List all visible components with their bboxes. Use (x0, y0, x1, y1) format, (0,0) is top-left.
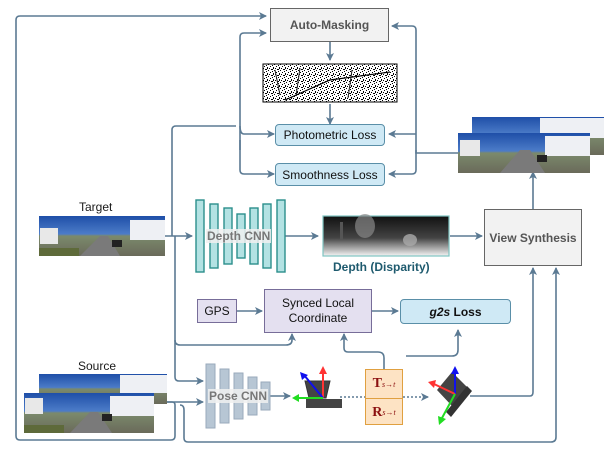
depth-disparity-image (322, 214, 450, 257)
auto-masking-label: Auto-Masking (289, 18, 370, 32)
camera-pose-transformed-icon (428, 366, 472, 425)
g2s-loss-label-rest: Loss (450, 304, 482, 319)
photometric-loss-box: Photometric Loss (275, 124, 385, 146)
mask-image (262, 63, 398, 103)
photometric-loss-label: Photometric Loss (283, 128, 377, 142)
synced-local-coordinate-line2: Coordinate (288, 311, 348, 325)
arrow-target-to-automasking-2 (239, 29, 267, 150)
source-images (24, 374, 167, 433)
arrow-pose-to-viewsynthesis (470, 267, 537, 397)
view-synthesis-box: View Synthesis (484, 209, 582, 266)
target-image (39, 216, 165, 256)
arrow-source-to-viewsynthesis (179, 267, 560, 443)
translation-subscript: s→t (382, 379, 396, 389)
translation-symbol: T (372, 376, 382, 391)
auto-masking-box: Auto-Masking (270, 8, 389, 42)
arrow-synthesis-to-smoothness (388, 150, 417, 178)
smoothness-loss-box: Smoothness Loss (275, 163, 385, 186)
arrow-transform-to-synced (340, 333, 385, 369)
source-label: Source (78, 359, 117, 373)
rotation-subscript: s→t (382, 408, 396, 417)
arrow-transform-to-g2s (406, 329, 462, 357)
synced-local-coordinate-box: Synced Local Coordinate (264, 289, 372, 333)
g2s-loss-box: g2s Loss (400, 299, 511, 324)
arrow-source-to-automasking (15, 12, 267, 441)
arrow-target-down-to-posecnn (174, 236, 204, 385)
synthesized-view-images (458, 117, 604, 173)
arrow-target-to-photometric (239, 125, 275, 138)
camera-pose-source-icon (292, 366, 342, 408)
depth-disparity-label: Depth (Disparity) (333, 260, 430, 274)
synced-local-coordinate-line1: Synced Local (281, 296, 355, 310)
target-label: Target (79, 200, 113, 214)
g2s-loss-label-italic: g2s (429, 304, 451, 319)
depth-cnn-label: Depth CNN (206, 229, 272, 243)
rotation-symbol: R (372, 404, 383, 420)
arrow-target-to-synced (174, 333, 296, 346)
gps-label: GPS (204, 304, 230, 318)
connectors (15, 12, 560, 443)
gps-box: GPS (197, 299, 237, 323)
arrow-target-to-smoothness (239, 140, 275, 178)
arrow-target-to-automasking (171, 125, 236, 236)
smoothness-loss-label: Smoothness Loss (282, 167, 378, 182)
pose-cnn-label: Pose CNN (208, 389, 269, 403)
arrow-synthesis-to-automasking (391, 22, 458, 154)
view-synthesis-label: View Synthesis (489, 230, 577, 245)
